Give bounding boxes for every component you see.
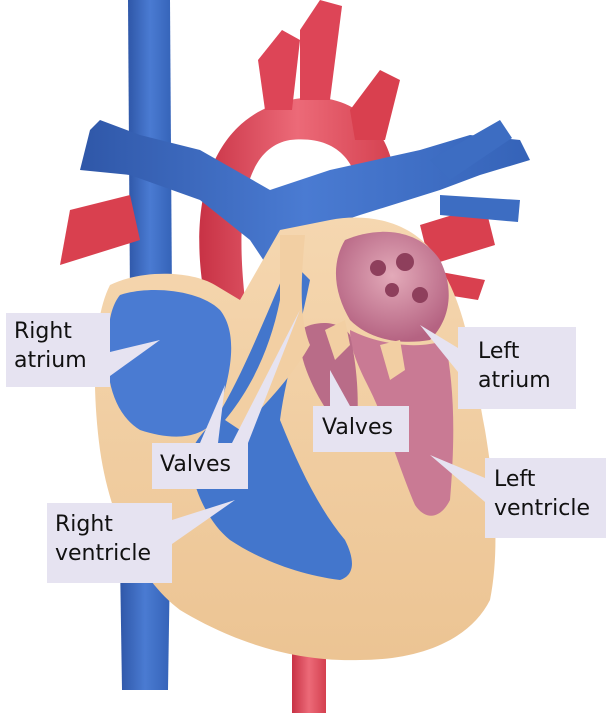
label-right-atrium: Right atrium (6, 313, 110, 387)
label-valves-left-text: Valves (160, 450, 248, 479)
pulmonary-branch-left (60, 195, 140, 265)
vein-opening-2 (396, 253, 414, 271)
aorta-branch-1 (258, 30, 300, 110)
label-valves-center-text: Valves (322, 413, 409, 442)
aorta-branch-3 (350, 70, 400, 140)
label-valves-left: Valves (152, 443, 248, 489)
label-left-ventricle: Left ventricle (485, 458, 606, 538)
label-right-ventricle-line2: ventricle (55, 539, 172, 568)
vein-opening-3 (385, 283, 399, 297)
label-right-atrium-line1: Right (14, 317, 110, 346)
label-left-atrium-line2: atrium (478, 366, 576, 395)
label-left-ventricle-line2: ventricle (494, 494, 606, 523)
label-left-atrium: Left atrium (458, 327, 576, 409)
label-right-ventricle-line1: Right (55, 510, 172, 539)
aorta-branch-2 (300, 0, 342, 100)
label-right-ventricle: Right ventricle (47, 503, 172, 583)
vein-opening-1 (370, 260, 386, 276)
vein-opening-4 (412, 287, 428, 303)
label-left-ventricle-line1: Left (494, 465, 606, 494)
label-valves-center: Valves (313, 406, 409, 452)
label-right-atrium-line2: atrium (14, 346, 110, 375)
label-left-atrium-line1: Left (478, 337, 576, 366)
